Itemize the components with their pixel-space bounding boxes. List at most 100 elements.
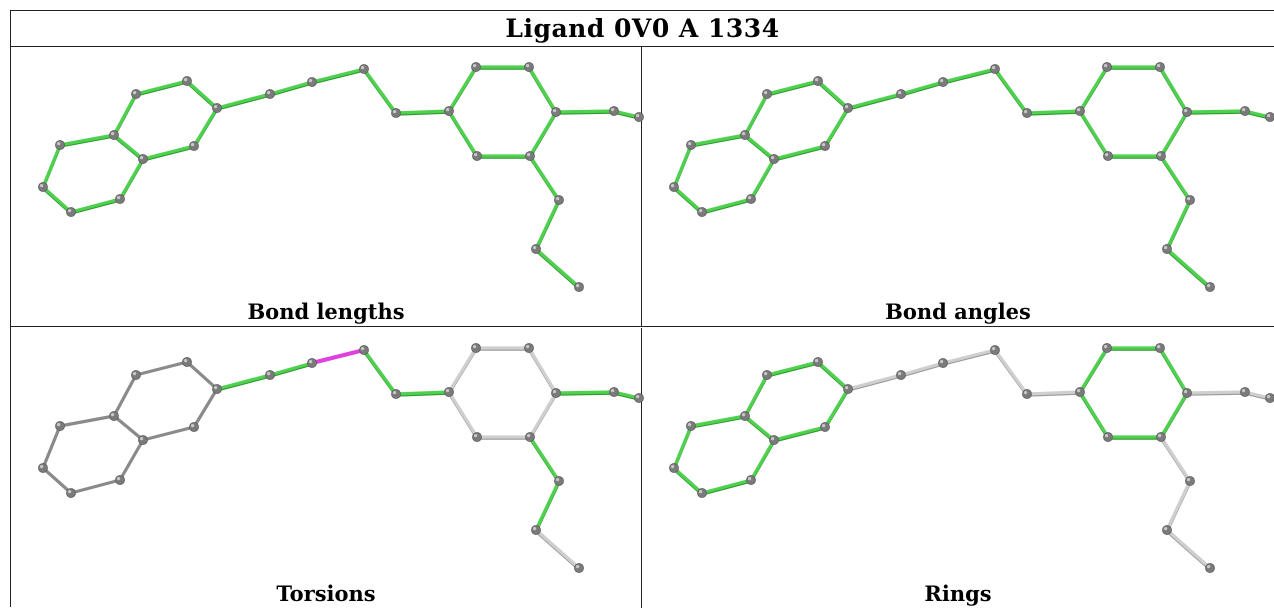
atom: [391, 389, 401, 399]
atom: [896, 89, 906, 99]
bond: [816, 360, 850, 391]
bond: [1025, 109, 1082, 115]
atom: [1103, 432, 1113, 442]
atom: [138, 435, 148, 445]
atom: [813, 76, 823, 86]
atom-highlight: [553, 390, 557, 394]
atom: [740, 411, 750, 421]
atom-highlight: [1077, 108, 1081, 112]
bond: [993, 348, 1029, 396]
atom-highlight: [140, 437, 144, 441]
bond: [112, 92, 138, 137]
panel-bond-angles: Bond angles: [642, 47, 1274, 327]
atom-highlight: [1105, 434, 1109, 438]
atom-highlight: [822, 424, 826, 428]
atom: [554, 476, 564, 486]
atom-highlight: [214, 386, 218, 390]
atom-highlight: [771, 156, 775, 160]
bond: [1185, 390, 1247, 395]
atom-highlight: [111, 132, 115, 136]
atom-highlight: [748, 196, 752, 200]
atom: [189, 422, 199, 432]
atom-highlight: [393, 391, 397, 395]
atom: [1265, 112, 1274, 122]
atom: [1155, 343, 1165, 353]
atom-highlight: [1158, 153, 1162, 157]
bond: [534, 479, 561, 532]
atom: [669, 463, 679, 473]
atom: [1182, 388, 1192, 398]
atom-highlight: [1184, 109, 1188, 113]
bond: [700, 478, 753, 495]
atom-highlight: [1242, 108, 1246, 112]
atom: [990, 64, 1000, 74]
atom: [1205, 282, 1215, 292]
atom-highlight: [40, 465, 44, 469]
atom-highlight: [898, 372, 902, 376]
atom: [1156, 151, 1166, 161]
bond: [215, 373, 272, 391]
atom: [265, 370, 275, 380]
atom-highlight: [556, 478, 560, 482]
atom: [938, 77, 948, 87]
atom: [524, 62, 534, 72]
bond: [534, 528, 581, 570]
atom: [471, 343, 481, 353]
atom: [1102, 62, 1112, 72]
atom: [109, 411, 119, 421]
bond: [941, 67, 997, 84]
atom-highlight: [636, 395, 640, 399]
bond: [772, 425, 827, 442]
bond: [749, 157, 776, 201]
atom-highlight: [845, 105, 849, 109]
bond: [1158, 346, 1189, 395]
title-row: Ligand 0V0 A 1334: [11, 11, 1274, 47]
molecule-torsions: [38, 343, 644, 573]
bond: [772, 144, 827, 161]
bond: [268, 80, 314, 96]
atom: [1022, 108, 1032, 118]
atom: [444, 106, 454, 116]
bond: [672, 466, 704, 495]
atom-highlight: [992, 347, 996, 351]
atom: [1205, 563, 1215, 573]
bond: [823, 387, 850, 429]
atom: [531, 244, 541, 254]
atom: [938, 358, 948, 368]
atom: [843, 103, 853, 113]
bond: [672, 143, 693, 189]
atom-highlight: [742, 413, 746, 417]
bond: [447, 65, 478, 113]
bond: [743, 92, 769, 137]
bond: [41, 466, 73, 495]
atom-highlight: [267, 372, 271, 376]
caption-torsions: Torsions: [276, 581, 376, 606]
atom-highlight: [1187, 478, 1191, 482]
atom-highlight: [117, 196, 121, 200]
bond: [743, 373, 769, 418]
atom-highlight: [474, 434, 478, 438]
atom-highlight: [1157, 345, 1161, 349]
atom: [820, 141, 830, 151]
atom-highlight: [748, 477, 752, 481]
bond: [394, 109, 451, 115]
atom-highlight: [191, 424, 195, 428]
atom-highlight: [1077, 389, 1081, 393]
atom-highlight: [764, 91, 768, 95]
figure-title: Ligand 0V0 A 1334: [505, 14, 780, 43]
atom-highlight: [688, 142, 692, 146]
bond: [310, 67, 366, 84]
atom-highlight: [446, 389, 450, 393]
atom: [444, 387, 454, 397]
bond: [1159, 391, 1189, 439]
atom-highlight: [526, 345, 530, 349]
atom-highlight: [1104, 345, 1108, 349]
bond: [1159, 154, 1192, 202]
atom-highlight: [68, 490, 72, 494]
atom-highlight: [446, 108, 450, 112]
atom-highlight: [815, 78, 819, 82]
atom: [189, 141, 199, 151]
atom: [1240, 387, 1250, 397]
atom: [66, 207, 76, 217]
bond: [268, 361, 314, 377]
